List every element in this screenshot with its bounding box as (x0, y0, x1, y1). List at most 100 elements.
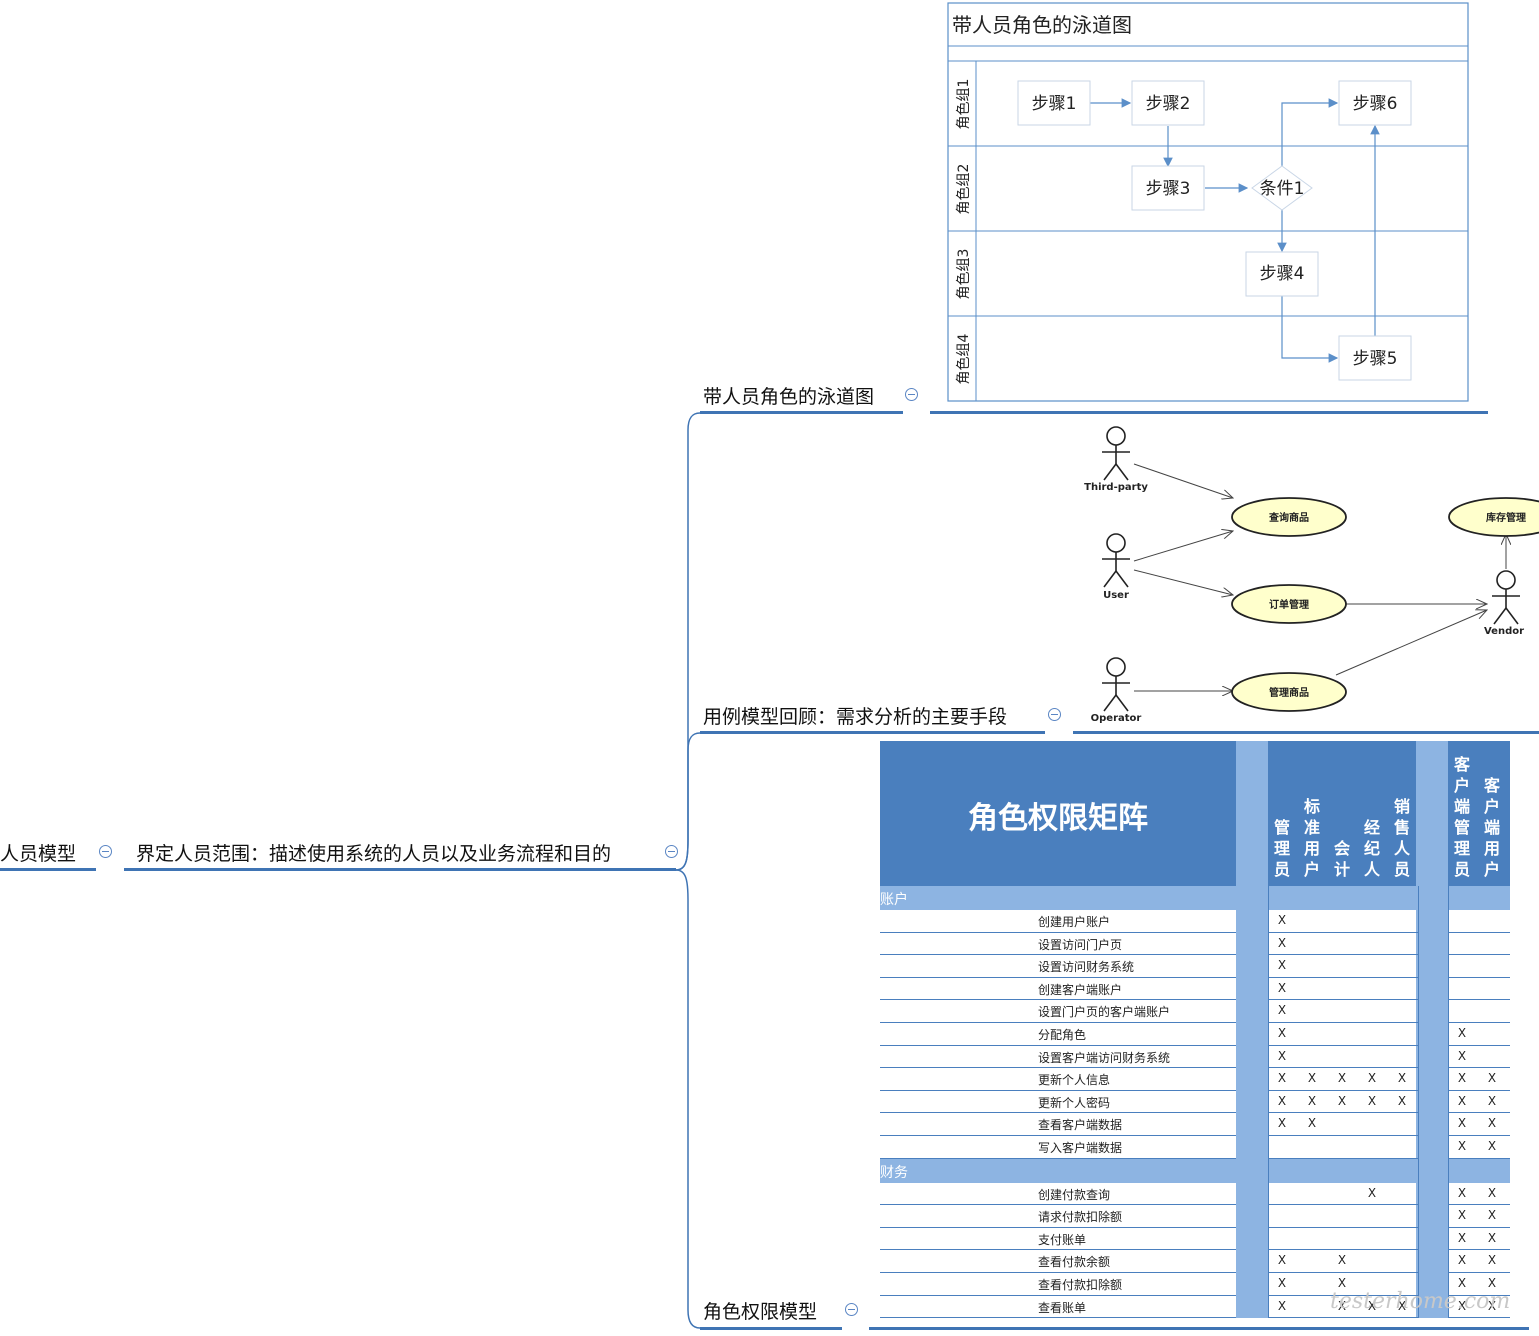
collapse-main-icon[interactable] (665, 845, 678, 858)
matrix-column-header: 会计 (1333, 839, 1350, 879)
actor-vendor: Vendor (1484, 626, 1524, 637)
matrix-row-label: 查看付款扣除额 (1038, 1278, 1123, 1292)
matrix-mark: X (1367, 1071, 1377, 1086)
matrix-row-label: 分配角色 (1038, 1028, 1087, 1042)
matrix-col-divider (1448, 886, 1449, 1319)
matrix-mark: X (1307, 1116, 1317, 1131)
matrix-row-divider (1268, 931, 1418, 933)
matrix-column-header-panel (1236, 741, 1510, 886)
matrix-row-label: 设置访问财务系统 (1038, 960, 1135, 975)
matrix-row-divider (1448, 999, 1510, 1001)
matrix-column-header: 销售人员 (1393, 797, 1410, 879)
matrix-row-divider (880, 931, 1236, 933)
matrix-row-label: 支付账单 (1038, 1232, 1087, 1247)
matrix-mark: X (1457, 1298, 1467, 1313)
matrix-mark: X (1487, 1093, 1497, 1108)
matrix-mark: X (1277, 1071, 1287, 1086)
usecase-order: 订单管理 (1269, 598, 1309, 611)
matrix-row-divider (1268, 1135, 1418, 1136)
matrix-title: 角色权限矩阵 (968, 801, 1148, 836)
matrix-mark: X (1397, 1071, 1407, 1086)
matrix-row-divider (1448, 1135, 1510, 1136)
matrix-mark: X (1337, 1253, 1347, 1268)
matrix-row-divider (880, 1044, 1236, 1046)
matrix-mark: X (1487, 1230, 1497, 1245)
matrix-row-divider (1448, 1294, 1510, 1296)
matrix-mark: X (1487, 1253, 1497, 1268)
branch-swimlane[interactable]: 带人员角色的泳道图 (703, 386, 875, 408)
collapse-swimlane-icon[interactable] (905, 388, 918, 401)
matrix-row-divider (1268, 1294, 1418, 1296)
matrix-mark: X (1367, 1298, 1377, 1313)
matrix-row-divider (1268, 1089, 1418, 1091)
matrix-mark: X (1457, 1026, 1467, 1040)
matrix-mark: X (1457, 1048, 1467, 1063)
matrix-row-label: 写入客户端数据 (1038, 1141, 1123, 1155)
matrix-row-divider (1448, 1044, 1510, 1046)
swimlane-title: 带人员角色的泳道图 (952, 13, 1132, 37)
matrix-row-divider (1268, 1204, 1418, 1206)
matrix-section-band (880, 1158, 1510, 1183)
matrix-mark: X (1367, 1185, 1377, 1200)
matrix-mark: X (1487, 1185, 1497, 1200)
matrix-mark: X (1337, 1093, 1347, 1108)
matrix-row-divider (1268, 954, 1418, 956)
main-topic-underline (124, 868, 676, 871)
matrix-row-divider (880, 1135, 1236, 1136)
step-2: 步骤2 (1146, 94, 1191, 114)
lane-label-2: 角色组2 (955, 164, 972, 215)
matrix-mark: X (1277, 1026, 1287, 1040)
matrix-row-divider (1448, 1249, 1510, 1251)
step-6: 步骤6 (1353, 94, 1398, 114)
matrix-row-label: 创建客户端账户 (1038, 982, 1123, 997)
matrix-row-divider (1448, 1067, 1510, 1069)
branch-matrix[interactable]: 角色权限模型 (703, 1301, 818, 1323)
matrix-mark: X (1277, 935, 1287, 950)
matrix-row-divider (880, 1067, 1236, 1069)
branch-matrix-underline (700, 1327, 842, 1330)
root-underline (0, 868, 96, 871)
matrix-row-divider (880, 1112, 1236, 1114)
matrix-column-header: 标准用户 (1303, 797, 1320, 879)
matrix-mark: X (1367, 1093, 1377, 1108)
matrix-section-label: 财务 (880, 1164, 908, 1181)
branch-swimlane-underline (700, 411, 903, 414)
matrix-mark: X (1457, 1253, 1467, 1268)
branch-usecase-underline (700, 731, 1045, 734)
collapse-matrix-icon[interactable] (845, 1303, 858, 1316)
matrix-row-divider (1268, 1157, 1418, 1159)
main-topic[interactable]: 界定人员范围：描述使用系统的人员以及业务流程和目的 (136, 843, 612, 865)
matrix-column-header: 客户端用户 (1483, 776, 1500, 879)
actor-user: User (1103, 590, 1129, 601)
matrix-mark: X (1277, 1003, 1287, 1018)
matrix-row-divider (880, 954, 1236, 956)
matrix-column-header: 客户端管理员 (1453, 755, 1470, 879)
matrix-row-divider (1448, 1157, 1510, 1159)
root-topic[interactable]: 人员模型 (0, 843, 77, 865)
collapse-root-icon[interactable] (99, 845, 112, 858)
condition-1: 条件1 (1260, 179, 1305, 199)
matrix-column-header: 经纪人 (1363, 818, 1380, 879)
step-4: 步骤4 (1260, 264, 1305, 284)
branch-usecase[interactable]: 用例模型回顾：需求分析的主要手段 (703, 706, 1008, 728)
matrix-row-label: 设置客户端访问财务系统 (1038, 1050, 1171, 1065)
collapse-usecase-icon[interactable] (1048, 708, 1061, 721)
matrix-row-divider (1448, 976, 1510, 978)
matrix-mark: X (1487, 1298, 1497, 1313)
matrix-mark: X (1277, 1093, 1287, 1108)
matrix-mark: X (1277, 1298, 1287, 1313)
matrix-mark: X (1337, 1298, 1347, 1313)
matrix-mark: X (1277, 1048, 1287, 1063)
matrix-mark: X (1487, 1208, 1497, 1223)
matrix-row-label: 更新个人信息 (1038, 1073, 1111, 1088)
matrix-mark: X (1457, 1230, 1467, 1245)
matrix-mark: X (1277, 913, 1287, 927)
matrix-row-label: 设置门户页的客户端账户 (1038, 1005, 1171, 1020)
lane-label-3: 角色组3 (955, 249, 972, 300)
actor-operator: Operator (1091, 713, 1142, 724)
matrix-title-panel (880, 741, 1236, 886)
matrix-row-label: 查看付款余额 (1038, 1255, 1111, 1270)
matrix-mark: X (1457, 1276, 1467, 1290)
matrix-row-label: 创建用户账户 (1038, 915, 1111, 929)
matrix-row-label: 请求付款扣除额 (1038, 1210, 1123, 1225)
